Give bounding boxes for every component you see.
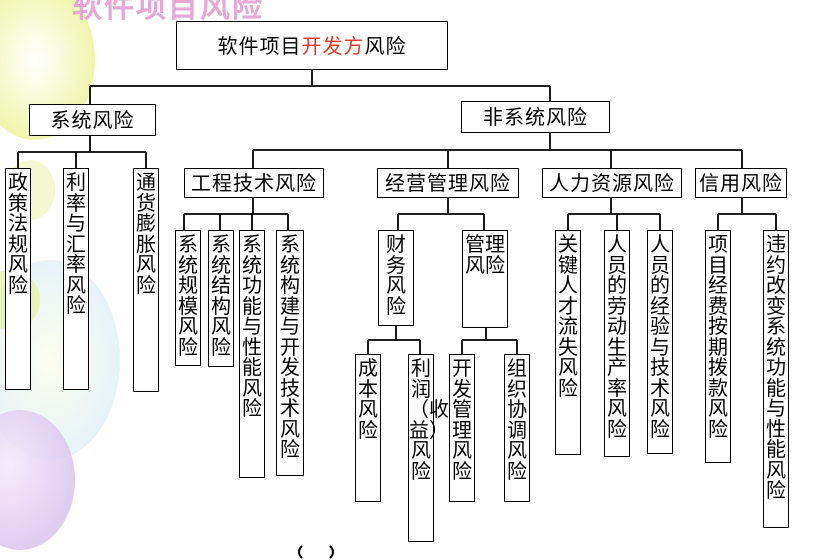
finance-risk-node: 财务风险 — [378, 230, 414, 326]
hr-item-node: 关键人才流失风险 — [555, 230, 581, 455]
node-label: 项目经费按期拨款风险 — [706, 234, 730, 439]
root-label-suffix: 风险 — [365, 34, 407, 58]
node-label: 系统构建与开发技术风险 — [277, 234, 303, 460]
finance-item-node: 成本风险 — [355, 354, 381, 502]
node-label: 通货膨胀风险 — [134, 172, 158, 295]
node-label: 违约改变系统功能与性能风险 — [764, 234, 788, 501]
root-label: 软件项目开发方风险 — [218, 34, 407, 58]
hr-item-node: 人员的经验与技术风险 — [647, 230, 673, 454]
root-node: 软件项目开发方风险 — [176, 21, 448, 70]
node-label: 利率与汇率风险 — [64, 172, 88, 316]
node-label: 系统功能与性能风险 — [240, 234, 264, 419]
nonsystematic-risk-node: 非系统风险 — [461, 101, 610, 133]
node-label: 人员的经验与技术风险 — [648, 234, 672, 439]
node-label: 组织协调风险 — [505, 358, 529, 481]
node-label: 成本风险 — [356, 358, 380, 440]
credit-item-node: 违约改变系统功能与性能风险 — [763, 230, 789, 528]
systematic-item-node: 利率与汇率风险 — [63, 168, 89, 390]
node-label: 开发管理风险 — [450, 358, 474, 481]
root-label-prefix: 软件项目 — [218, 34, 302, 58]
root-label-highlight: 开发方 — [302, 34, 365, 58]
credit-risk-node: 信用风险 — [695, 168, 787, 198]
hr-risk-node: 人力资源风险 — [542, 168, 682, 198]
cut-off-glyph — [292, 540, 340, 560]
node-label: 财务风险 — [379, 234, 413, 316]
hr-item-node: 人员的劳动生产率风险 — [604, 230, 630, 457]
engineering-risk-node: 工程技术风险 — [184, 168, 324, 198]
credit-item-node: 项目经费按期拨款风险 — [705, 230, 731, 463]
systematic-item-node: 政策法规风险 — [5, 168, 31, 390]
finance-item-node: 利润（收益）风险 — [408, 354, 434, 542]
node-label: 关键人才流失风险 — [556, 234, 580, 398]
node-label: 管理风险 — [463, 234, 507, 275]
node-label: 人员的劳动生产率风险 — [605, 234, 629, 439]
management-risk-node: 经营管理风险 — [377, 168, 519, 198]
systematic-item-node: 通货膨胀风险 — [133, 168, 159, 392]
admin-risk-node: 管理风险 — [462, 230, 508, 328]
node-label: 系统结构风险 — [209, 234, 233, 357]
systematic-risk-node: 系统风险 — [29, 104, 156, 136]
node-label: 政策法规风险 — [6, 172, 30, 295]
engineering-item-node: 系统规模风险 — [175, 230, 201, 366]
engineering-item-node: 系统构建与开发技术风险 — [276, 230, 304, 476]
node-label: 利润（收益）风险 — [409, 358, 433, 481]
admin-item-node: 开发管理风险 — [449, 354, 475, 502]
engineering-item-node: 系统功能与性能风险 — [239, 230, 265, 478]
engineering-item-node: 系统结构风险 — [208, 230, 234, 367]
node-label: 系统规模风险 — [176, 234, 200, 357]
admin-item-node: 组织协调风险 — [504, 354, 530, 502]
